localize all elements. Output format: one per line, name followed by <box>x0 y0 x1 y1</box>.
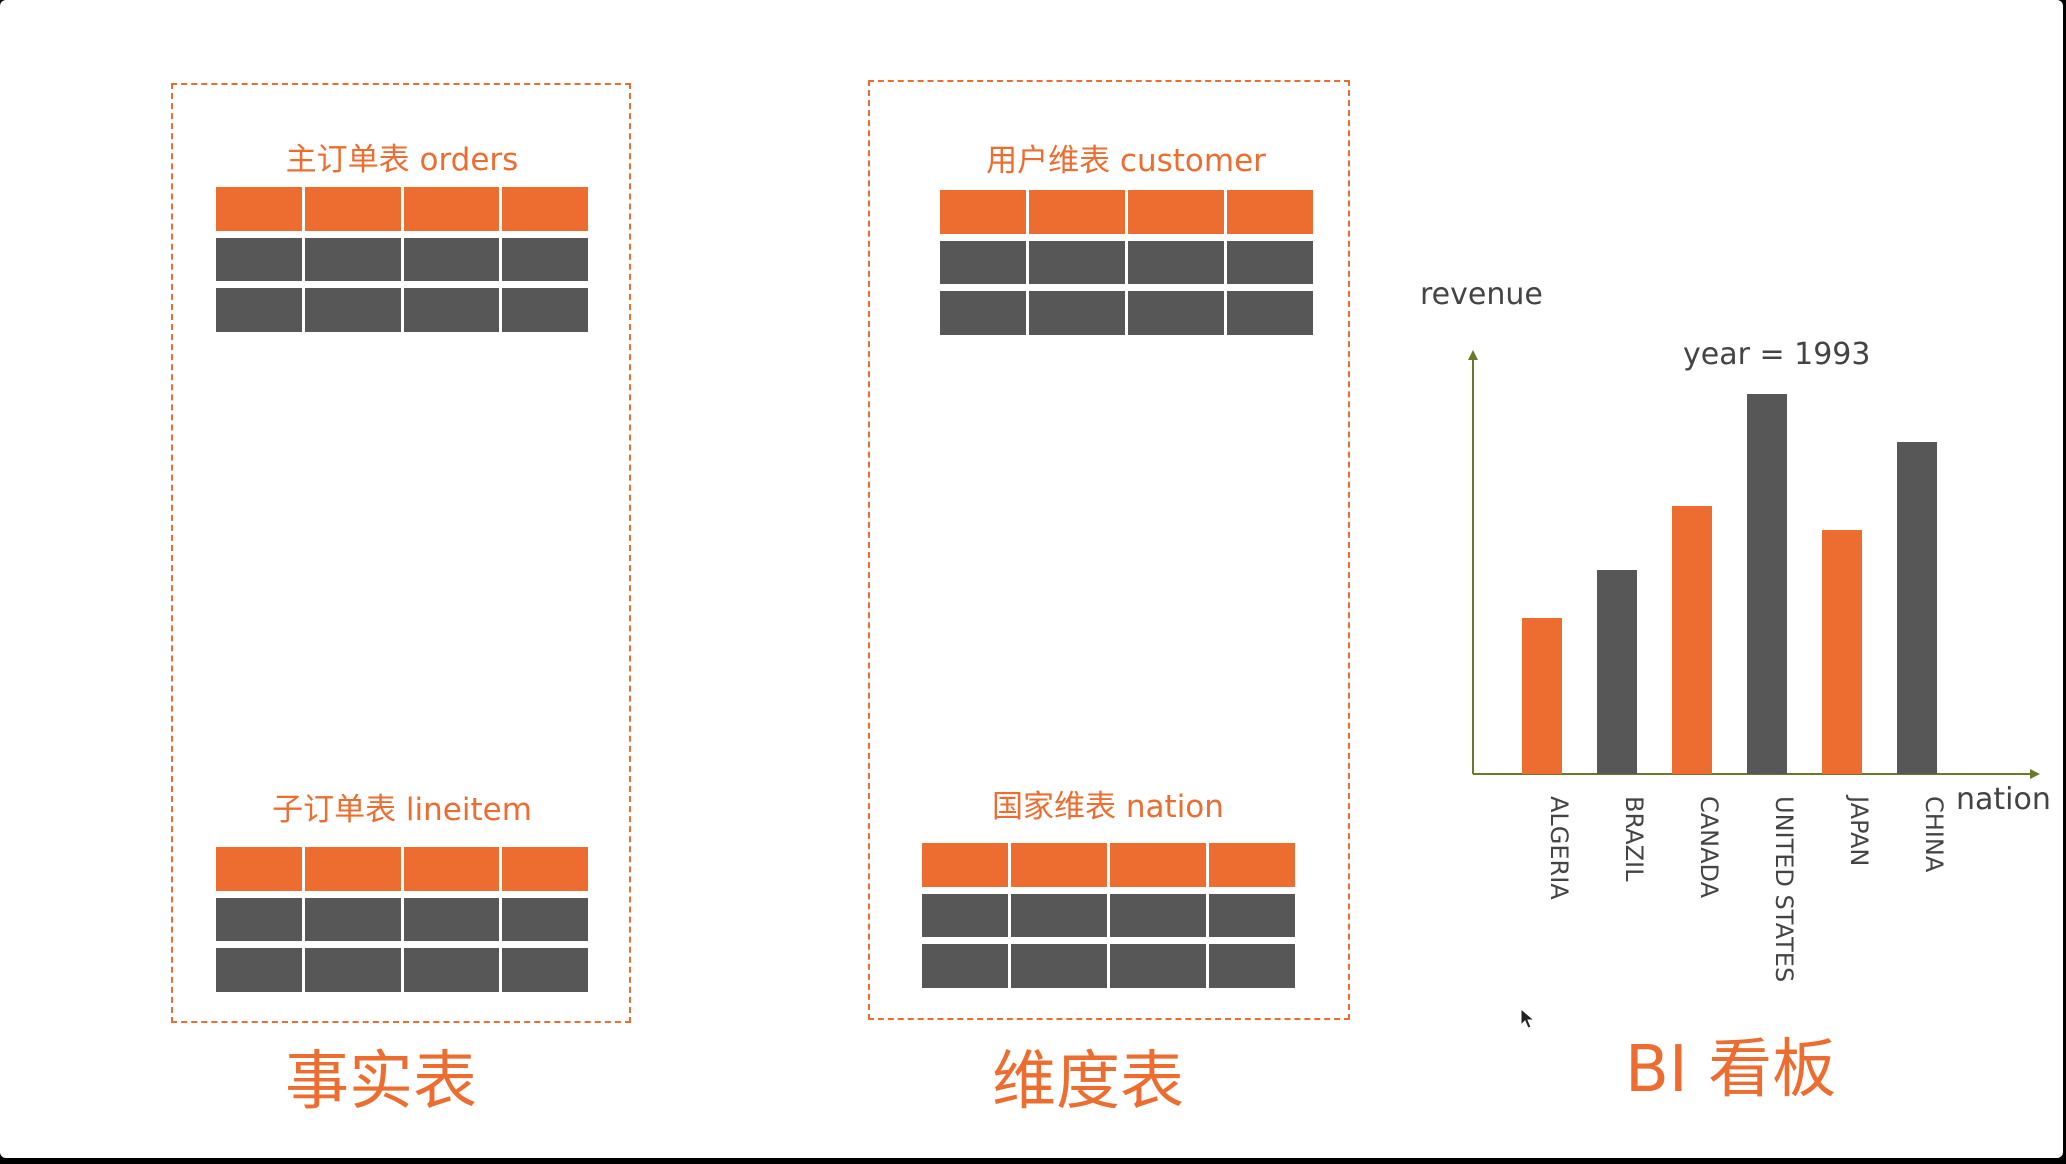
table-body-cell <box>216 237 302 282</box>
mouse-pointer-icon <box>1520 1008 1536 1029</box>
bar-china <box>1897 442 1937 774</box>
table-body-cell <box>216 897 302 942</box>
table-header-cell <box>1029 190 1125 234</box>
table-body-cell <box>1128 240 1224 285</box>
table-body-cell <box>1110 893 1206 938</box>
table-body-cell <box>304 948 401 992</box>
bar-japan <box>1822 530 1862 774</box>
x-tick-label: CHINA <box>1920 796 1948 873</box>
dimension-table-label: 维度表 <box>992 1045 1184 1119</box>
table-body-cell <box>1110 944 1206 988</box>
table-header-cell <box>1110 843 1206 887</box>
chart-title: year = 1993 <box>1683 337 1871 372</box>
y-axis-arrow-icon <box>1468 350 1478 360</box>
table-body-cell <box>1227 240 1313 285</box>
x-axis-label: nation <box>1956 782 2051 817</box>
table-body-cell <box>304 237 401 282</box>
table-body-cell <box>502 948 588 992</box>
orders-table <box>216 187 588 332</box>
table-body-cell <box>940 240 1026 285</box>
bar-algeria <box>1522 618 1562 774</box>
table-header-cell <box>502 187 588 231</box>
dimension-table-group <box>868 80 1350 1020</box>
table-body-cell <box>403 237 500 282</box>
table-body-cell <box>1209 893 1295 938</box>
table-header-cell <box>502 847 588 891</box>
table-body-cell <box>502 288 588 332</box>
table-body-cell <box>922 893 1008 938</box>
lineitem-table <box>216 847 588 992</box>
x-tick-label: UNITED STATES <box>1770 796 1798 982</box>
x-tick-label: BRAZIL <box>1620 796 1648 882</box>
table-header-cell <box>403 187 500 231</box>
bar-brazil <box>1597 570 1637 774</box>
table-body-cell <box>502 237 588 282</box>
bar-united-states <box>1747 394 1787 774</box>
bi-dashboard-label: BI 看板 <box>1625 1033 1837 1107</box>
table-body-cell <box>216 288 302 332</box>
table-body-cell <box>940 291 1026 335</box>
table-body-cell <box>1011 944 1107 988</box>
table-header-cell <box>403 847 500 891</box>
table-header-cell <box>1011 843 1107 887</box>
table-header-cell <box>922 843 1008 887</box>
customer-table <box>940 190 1313 335</box>
table-body-cell <box>403 288 500 332</box>
table-header-cell <box>940 190 1026 234</box>
table-body-cell <box>1227 291 1313 335</box>
table-body-cell <box>1029 240 1125 285</box>
table-header-cell <box>304 187 401 231</box>
table-header-cell <box>216 187 302 231</box>
table-header-cell <box>1227 190 1313 234</box>
nation-table <box>922 843 1295 988</box>
fact-table-group <box>171 83 631 1023</box>
table-header-cell <box>304 847 401 891</box>
table-body-cell <box>1128 291 1224 335</box>
x-tick-label: JAPAN <box>1845 794 1873 866</box>
table-body-cell <box>403 948 500 992</box>
x-tick-label: ALGERIA <box>1545 796 1573 900</box>
fact-table-label: 事实表 <box>285 1045 477 1119</box>
table-body-cell <box>502 897 588 942</box>
bar-canada <box>1672 506 1712 774</box>
bar-chart: ALGERIA BRAZIL CANADA UNITED STATES JAPAN CHI… <box>1468 350 2040 982</box>
x-tick-label: CANADA <box>1695 796 1723 899</box>
table-header-cell <box>216 847 302 891</box>
x-axis-arrow-icon <box>2030 769 2040 779</box>
customer-table-title: 用户维表 customer <box>986 143 1266 179</box>
table-body-cell <box>1011 893 1107 938</box>
table-body-cell <box>304 897 401 942</box>
nation-table-title: 国家维表 nation <box>992 789 1224 825</box>
table-body-cell <box>922 944 1008 988</box>
table-body-cell <box>1209 944 1295 988</box>
orders-table-title: 主订单表 orders <box>285 142 519 178</box>
lineitem-table-title: 子订单表 lineitem <box>272 792 532 828</box>
table-header-cell <box>1128 190 1224 234</box>
y-axis-label: revenue <box>1420 277 1543 312</box>
table-header-cell <box>1209 843 1295 887</box>
table-body-cell <box>216 948 302 992</box>
table-body-cell <box>403 897 500 942</box>
table-body-cell <box>304 288 401 332</box>
table-body-cell <box>1029 291 1125 335</box>
